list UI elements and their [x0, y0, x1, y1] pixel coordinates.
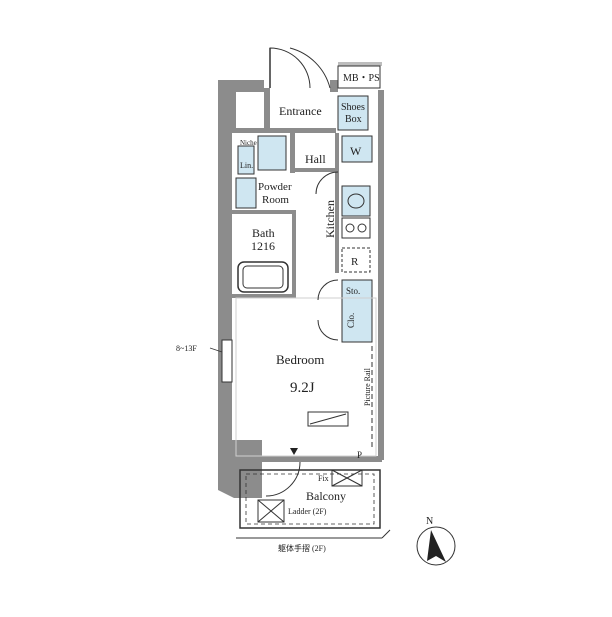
floors-label: 8~13F [176, 344, 197, 353]
air-conditioner [307, 411, 349, 427]
shoes-box-label-2: Box [345, 114, 362, 125]
refrigerator-box [341, 247, 371, 273]
entrance-wall-bottom [232, 128, 336, 133]
bathtub [237, 261, 289, 293]
bath-wall-bottom [232, 294, 296, 298]
bath-label-2: 1216 [251, 239, 275, 253]
handrail-label: 躯体手摺 (2F) [278, 543, 326, 553]
entrance-wall-left [264, 88, 270, 130]
washer-box [341, 135, 373, 163]
bath-label-1: Bath [252, 226, 275, 240]
picture-rail-label: Picture Rail [363, 367, 372, 406]
bath-wall-top [232, 210, 294, 214]
toilet-area [257, 135, 287, 171]
balcony-inner [245, 473, 375, 525]
entrance-door-swing-2 [289, 47, 331, 89]
shoes-box [337, 95, 369, 131]
north-wall-right [330, 80, 338, 92]
hall-wall [295, 168, 335, 172]
bathtub-inner [242, 265, 284, 289]
sink-bowl [347, 193, 365, 209]
east-wall [378, 90, 384, 460]
storage-box [341, 279, 373, 343]
south-wall [262, 456, 382, 462]
compass-needle [427, 530, 446, 562]
kitchen-door [315, 171, 339, 195]
bath-wall-right [292, 210, 296, 296]
hall-label: Hall [305, 152, 326, 166]
west-window [221, 339, 233, 383]
air-conditioner-mark [309, 413, 347, 425]
ladder-hatch-x2 [257, 499, 285, 523]
ladder-label: Ladder (2F) [288, 507, 327, 516]
burner-1 [345, 223, 355, 233]
balcony-label: Balcony [306, 489, 346, 503]
lin-cabinet [237, 145, 255, 175]
bedroom-label: Bedroom [276, 352, 324, 367]
entrance-door-swing [269, 47, 311, 89]
refrigerator-label: R [351, 256, 359, 268]
bedroom-outline [235, 297, 377, 457]
kitchen-wall [335, 133, 339, 273]
compass-ring [416, 526, 456, 566]
kitchen-label: Kitchen [323, 200, 337, 238]
shoes-box-label-1: Shoes [341, 102, 365, 113]
balcony-outline [239, 469, 381, 529]
storage-label: Sto. [346, 286, 360, 296]
entrance-label: Entrance [279, 104, 322, 118]
burner-2 [357, 223, 367, 233]
washer-label: W [350, 144, 362, 158]
north-wall [236, 80, 264, 92]
lin-label: Lin. [240, 161, 253, 170]
floors-leader [209, 347, 223, 353]
closet-door-2 [317, 319, 339, 341]
compass-label: N [426, 516, 433, 527]
ladder-hatch [257, 499, 285, 523]
powder-room-label-1: Powder [258, 181, 292, 193]
mbps-box [337, 65, 381, 89]
closet-label: Clo. [346, 313, 356, 328]
mbps-wall [338, 62, 382, 66]
wash-basin [235, 177, 257, 209]
balcony-door-swing [265, 461, 301, 497]
powder-room-wall-right [290, 133, 295, 173]
powder-room-label-2: Room [262, 194, 289, 206]
kitchen-stove [341, 217, 371, 239]
fix-window-x2 [331, 469, 363, 487]
fix-label: Fix [318, 474, 329, 483]
mbps-label: MB・PS [343, 73, 380, 84]
handrail-slope [381, 529, 391, 539]
fix-window [331, 469, 363, 487]
niche-label: Niche [240, 139, 257, 147]
closet-door-1 [317, 279, 339, 301]
entry-marker [290, 448, 298, 455]
kitchen-sink [341, 185, 371, 217]
bedroom-size-label: 9.2J [290, 380, 315, 396]
west-exterior-wall [218, 80, 262, 498]
pipe-space-label: P [357, 450, 362, 460]
